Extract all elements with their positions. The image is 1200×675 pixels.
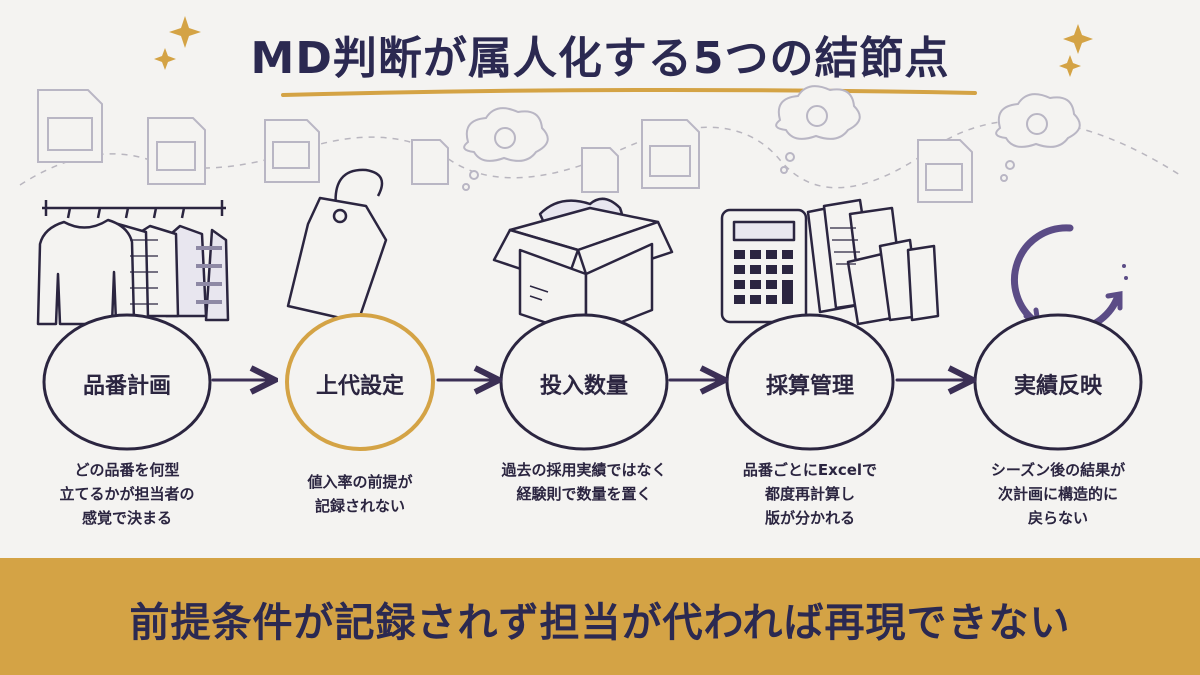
node-description: 品番ごとにExcelで 都度再計算し 版が分かれる (742, 461, 878, 527)
document-icon (37, 89, 973, 203)
node-label: 品番計画 (82, 374, 171, 399)
thought-cloud-icon (462, 85, 1081, 191)
node-description: どの品番を何型 立てるかが担当者の 感覚で決まる (59, 461, 195, 527)
node-description: シーズン後の結果が 次計画に構造的に 戻らない (990, 461, 1126, 527)
node-label: 投入数量 (539, 374, 628, 399)
node-label: 上代設定 (315, 374, 404, 399)
clothes-rack-icon (36, 200, 230, 326)
node-circle (42, 313, 212, 451)
node-description: 値入率の前提が 記録されない (307, 473, 413, 515)
title-underline (281, 87, 977, 97)
sparkle-icon (154, 16, 1093, 77)
node-label: 採算管理 (765, 374, 854, 399)
banner-message: 前提条件が記録されず担当が代われば再現できない (129, 600, 1071, 646)
node-circle-highlight (285, 313, 435, 451)
calculator-binders-icon (720, 198, 940, 326)
node-description: 過去の採用実績ではなく 経験則で数量を置く (501, 461, 667, 503)
node-label: 実績反映 (1013, 374, 1102, 399)
bottom-banner (0, 558, 1200, 675)
price-tag-icon (286, 168, 388, 324)
page-title: MD判断が属人化する5つの結節点 (250, 33, 950, 84)
